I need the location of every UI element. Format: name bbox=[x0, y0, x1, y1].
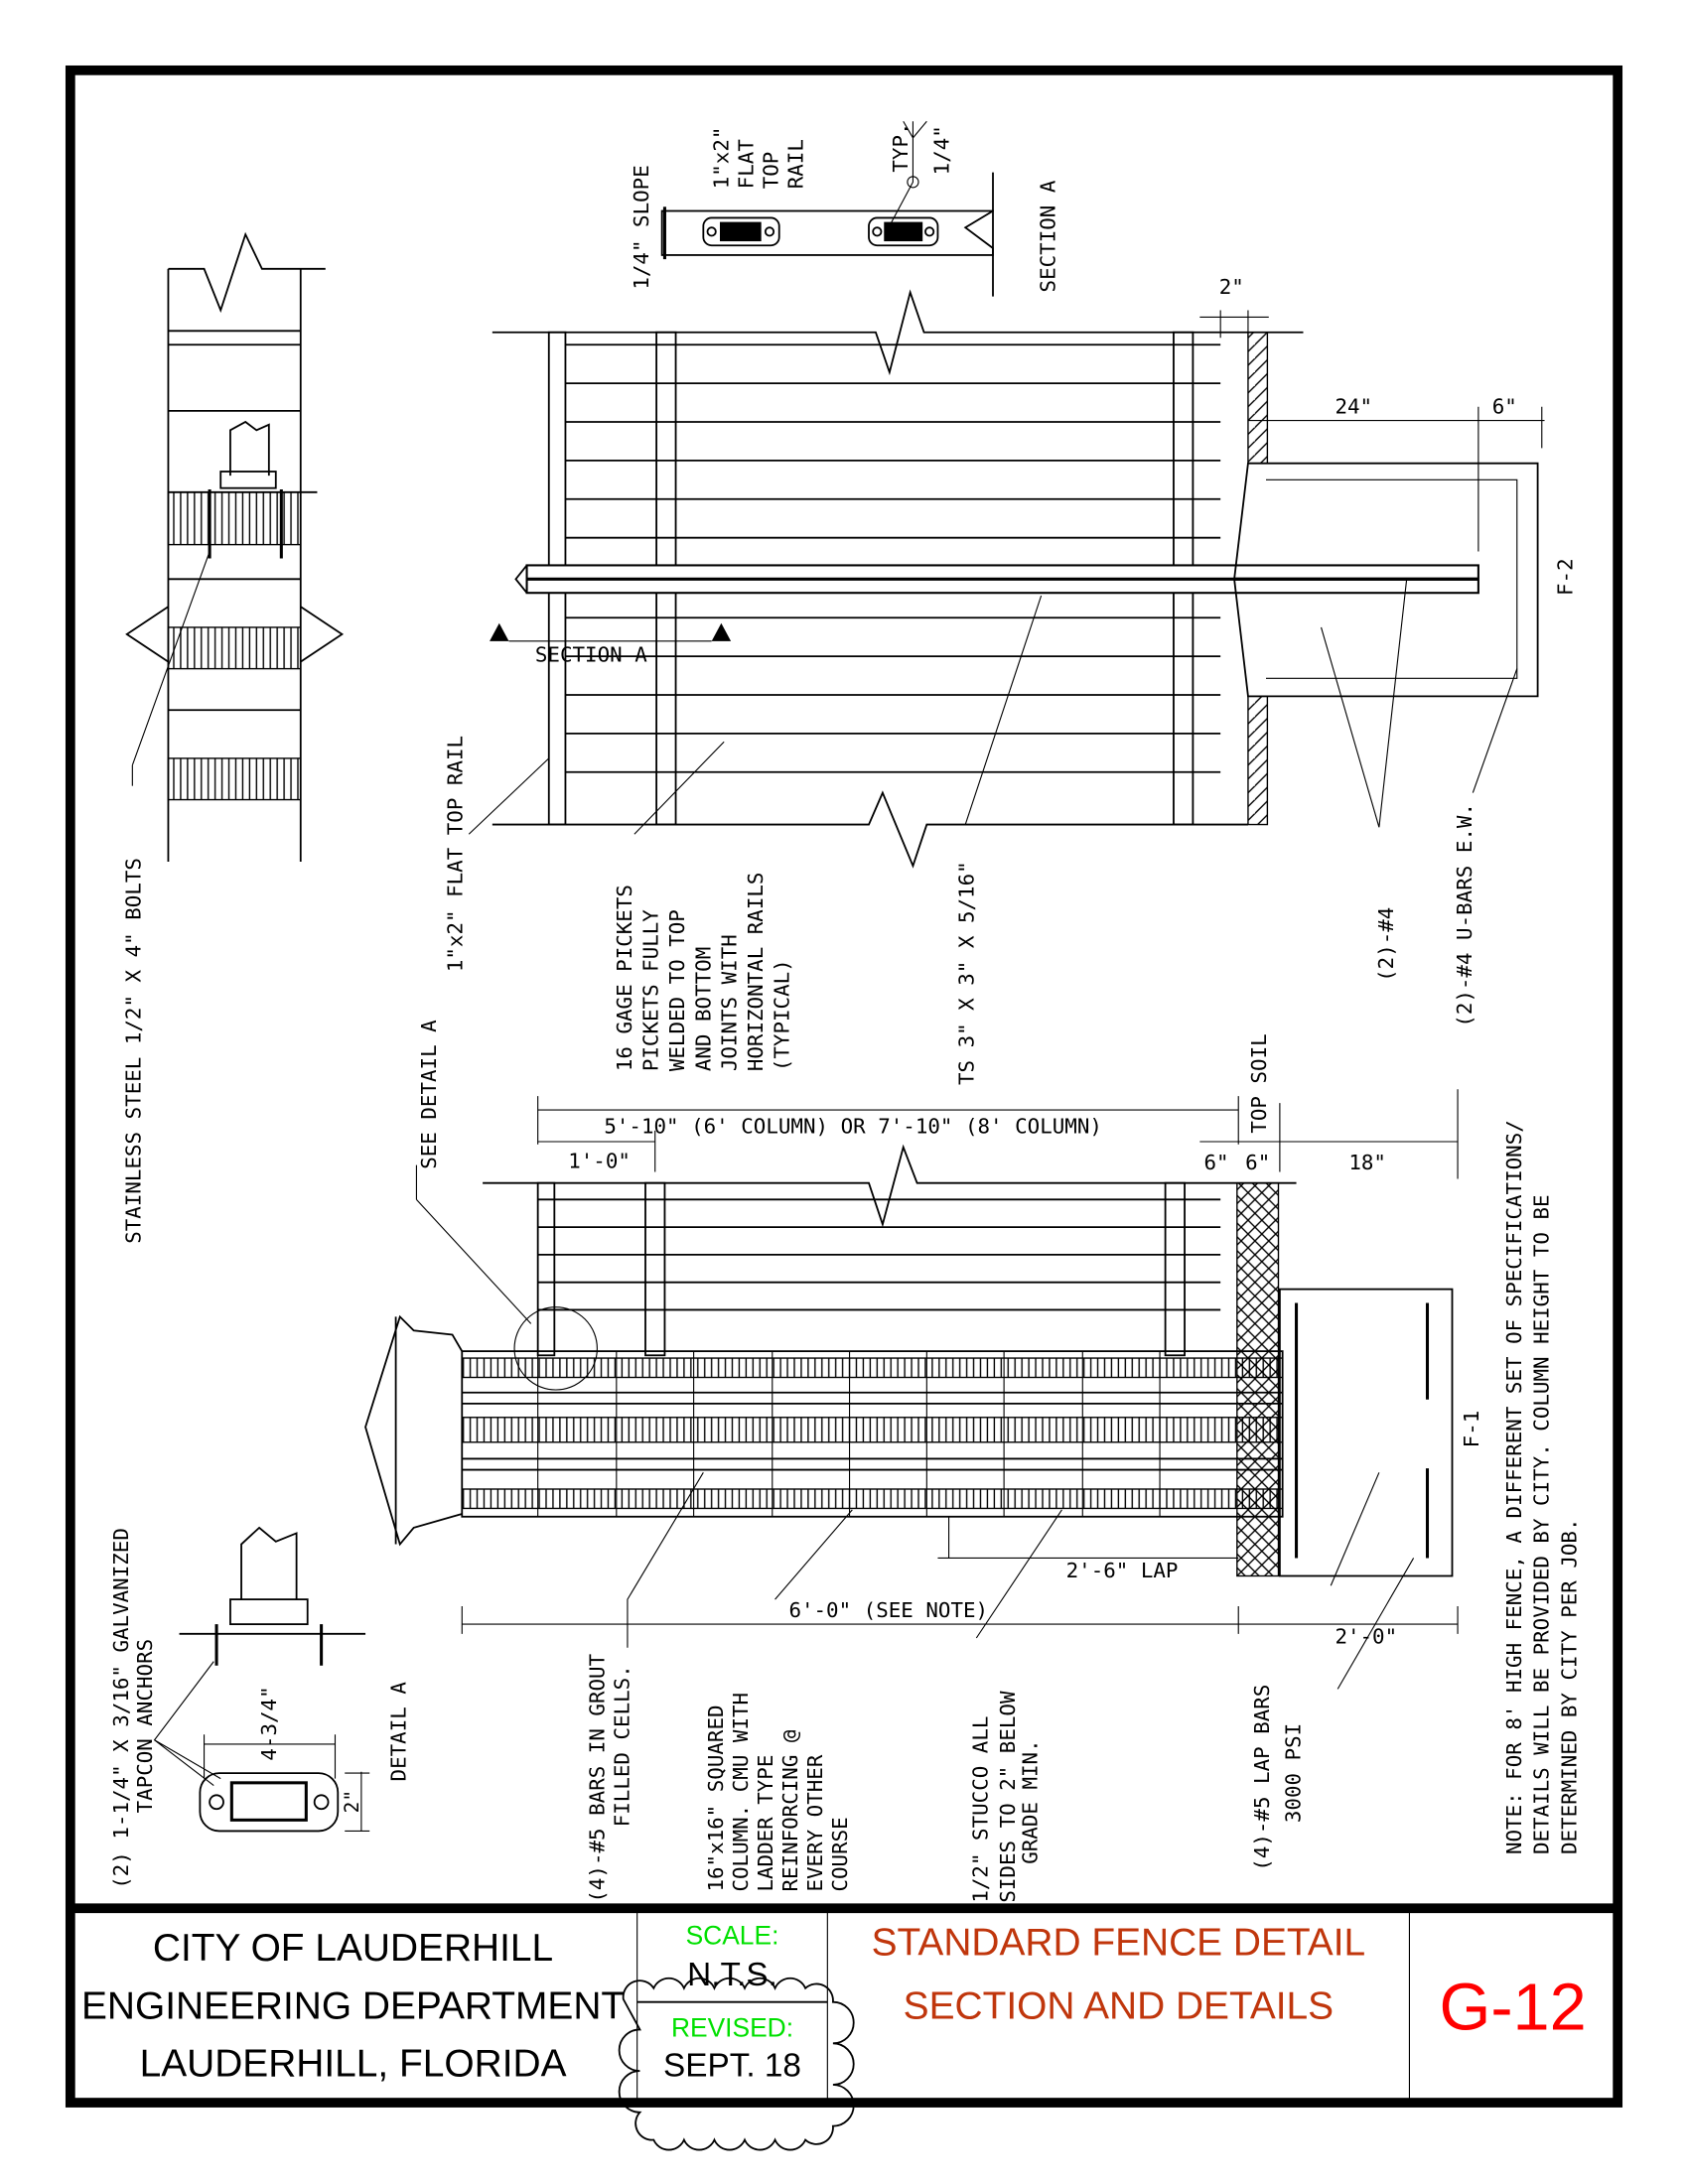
section-a-title: SECTION A bbox=[1037, 180, 1060, 292]
ts-label: TS 3" X 3" X 5/16" bbox=[955, 861, 979, 1085]
column-line-6: COURSE bbox=[828, 1817, 852, 1891]
pickets-line-2: PICKETS FULLY bbox=[639, 909, 663, 1071]
dim-6in: 6" bbox=[1492, 395, 1517, 419]
sheet-border bbox=[65, 65, 1623, 2108]
bars-line-2: FILLED CELLS. bbox=[610, 1665, 633, 1827]
detail-a: (2) 1-1/4" X 3/16" GALVANIZED TAPCON ANC… bbox=[109, 1526, 410, 1889]
pickets-line-5: JOINTS WITH bbox=[718, 934, 742, 1071]
see-detail-a: SEE DETAIL A bbox=[417, 1020, 441, 1169]
pickets-line-1: 16 GAGE PICKETS bbox=[613, 885, 636, 1071]
bars-line-1: (4)-#5 BARS IN GROUT bbox=[585, 1653, 609, 1902]
bolts-note: STAINLESS STEEL 1/2" X 4" BOLTS bbox=[122, 858, 146, 1244]
scale-value: N.T.S. bbox=[687, 1957, 777, 1993]
dim-6-0: 6'-0" (SEE NOTE) bbox=[788, 1598, 988, 1622]
footing-f2-label: F-2 bbox=[1553, 558, 1577, 596]
dim-24in: 24" bbox=[1335, 395, 1372, 419]
note-line-2: DETAILS WILL BE PROVIDED BY CITY. COLUMN… bbox=[1530, 1194, 1554, 1854]
dim-width: 4-3/4" bbox=[257, 1686, 281, 1760]
stucco-line-2: SIDES TO 2" BELOW bbox=[996, 1691, 1020, 1903]
bars-2-4-label: (2)-#4 bbox=[1374, 907, 1398, 982]
anchors-line-2: TAPCON ANCHORS bbox=[133, 1639, 157, 1814]
scale-label: SCALE: bbox=[686, 1920, 779, 1950]
lap-bars-line-2: 3000 PSI bbox=[1282, 1723, 1306, 1823]
revised-value: SEPT. 18 bbox=[663, 2048, 801, 2085]
agency-line-3: LAUDERHILL, FLORIDA bbox=[140, 2043, 567, 2086]
footing-f1-label: F-1 bbox=[1460, 1411, 1483, 1448]
stucco-line-3: GRADE MIN. bbox=[1018, 1739, 1042, 1863]
slope-label: 1/4" SLOPE bbox=[630, 165, 653, 289]
flat-top-rail-label: 1"x2" FLAT TOP RAIL bbox=[443, 736, 467, 972]
dim-6a: 6" bbox=[1204, 1151, 1229, 1174]
section-a-detail: 1/4" SLOPE 1"x2" FLAT TOP RAIL TYP. 1/4"… bbox=[630, 120, 1060, 297]
pickets-line-6: HORIZONTAL RAILS bbox=[744, 873, 768, 1072]
rail-label-3: TOP bbox=[759, 152, 782, 190]
anchors-line-1: (2) 1-1/4" X 3/16" GALVANIZED bbox=[109, 1528, 133, 1889]
note-line-3: DETERMINED BY CITY PER JOB. bbox=[1557, 1518, 1581, 1854]
lap-dim: 2'-6" LAP bbox=[1066, 1559, 1179, 1582]
column-elevation: 5'-10" (6' COLUMN) OR 7'-10" (8' COLUMN)… bbox=[364, 1089, 1483, 1690]
dim-overall: 5'-10" (6' COLUMN) OR 7'-10" (8' COLUMN) bbox=[604, 1115, 1102, 1139]
column-line-1: 16"x16" SQUARED bbox=[704, 1705, 728, 1891]
dim-1-0: 1'-0" bbox=[568, 1149, 631, 1172]
title-block: CITY OF LAUDERHILL ENGINEERING DEPARTMEN… bbox=[70, 1903, 1618, 2151]
dim-6b: 6" bbox=[1245, 1151, 1270, 1174]
u-bars-label: (2)-#4 U-BARS E.W. bbox=[1453, 803, 1477, 1027]
pickets-line-3: WELDED TO TOP bbox=[665, 909, 689, 1071]
rail-label-4: RAIL bbox=[783, 139, 807, 189]
rail-label-1: 1"x2" bbox=[709, 127, 733, 190]
dim-2-0: 2'-0" bbox=[1335, 1625, 1397, 1649]
stucco-line-1: 1/2" STUCCO ALL bbox=[968, 1716, 992, 1903]
top-soil-label: TOP SOIL bbox=[1247, 1033, 1271, 1133]
sheet-number: G-12 bbox=[1440, 1971, 1587, 2044]
fence-plan-view: 2" 24" 6" SECTION A SEE DETAIL A 1"x2" F… bbox=[417, 275, 1577, 1169]
dim-2in: 2" bbox=[1219, 275, 1244, 299]
note-line-1: NOTE: FOR 8' HIGH FENCE, A DIFFERENT SET… bbox=[1502, 1120, 1526, 1854]
agency-line-2: ENGINEERING DEPARTMENT bbox=[81, 1984, 625, 2027]
rail-label-2: FLAT bbox=[734, 139, 758, 190]
dim-18: 18" bbox=[1348, 1151, 1386, 1174]
column-line-3: LADDER TYPE bbox=[754, 1755, 777, 1892]
column-line-5: EVERY OTHER bbox=[803, 1754, 827, 1891]
pickets-line-4: AND BOTTOM bbox=[691, 947, 715, 1071]
lap-bars-line-1: (4)-#5 LAP BARS bbox=[1250, 1685, 1274, 1871]
dim-height: 2" bbox=[341, 1790, 363, 1813]
drawing-title-line-1: STANDARD FENCE DETAIL bbox=[872, 1921, 1366, 1964]
revised-label: REVISED: bbox=[671, 2012, 793, 2042]
callouts: (4)-#5 BARS IN GROUT FILLED CELLS. 16"x1… bbox=[585, 1120, 1581, 1902]
detail-a-title: DETAIL A bbox=[386, 1682, 410, 1782]
wall-section-detail: STAINLESS STEEL 1/2" X 4" BOLTS bbox=[122, 231, 345, 1244]
column-line-2: COLUMN. CMU WITH bbox=[729, 1693, 753, 1892]
section-a-cut-label: SECTION A bbox=[535, 643, 647, 667]
pickets-line-7: (TYPICAL) bbox=[770, 959, 793, 1071]
typ-label: TYP. bbox=[889, 122, 913, 172]
column-line-4: REINFORCING @ bbox=[778, 1730, 802, 1892]
weld-label: 1/4" bbox=[930, 125, 954, 175]
agency-line-1: CITY OF LAUDERHILL bbox=[153, 1927, 553, 1970]
drawing-title-line-2: SECTION AND DETAILS bbox=[904, 1984, 1334, 2027]
